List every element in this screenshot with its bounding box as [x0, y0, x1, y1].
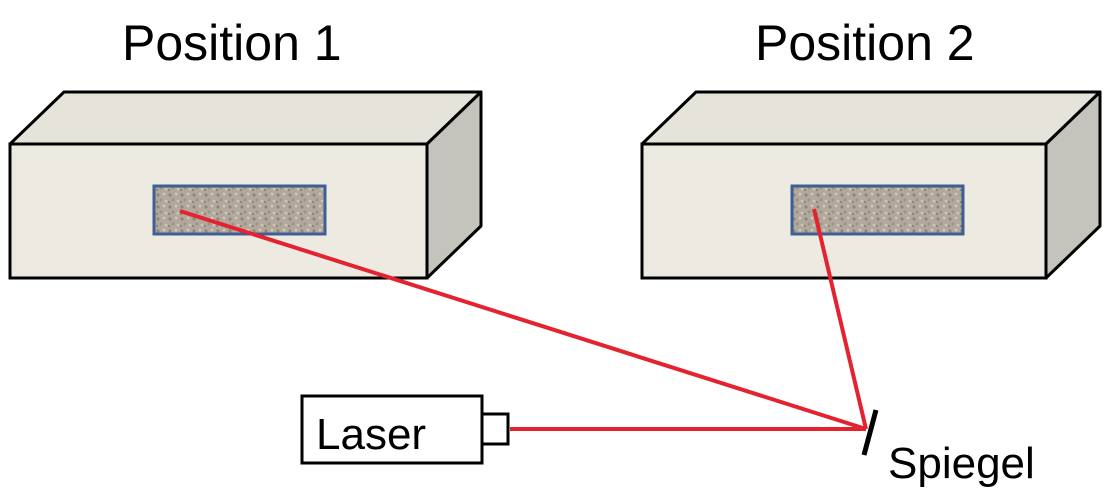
- box-1-top: [8, 90, 483, 146]
- laser-aperture: [480, 412, 510, 446]
- position-1-label: Position 1: [122, 15, 342, 71]
- mirror: Spiegel: [861, 409, 1035, 488]
- beam-mirror-to-position-2: [812, 208, 868, 430]
- sample-box-position-2: [640, 90, 1102, 280]
- laser-device: Laser: [300, 394, 510, 465]
- mirror-label: Spiegel: [888, 439, 1035, 488]
- mirror-icon: [861, 409, 879, 456]
- position-2-label: Position 2: [755, 15, 975, 71]
- sample-window-2: [790, 184, 965, 236]
- laser-label: Laser: [316, 410, 426, 459]
- sample-window-1: [152, 184, 327, 236]
- beam-mirror-to-position-1: [179, 209, 867, 431]
- box-2-top: [640, 90, 1102, 146]
- sample-box-position-1: [8, 90, 483, 280]
- laser-beams: [179, 208, 868, 431]
